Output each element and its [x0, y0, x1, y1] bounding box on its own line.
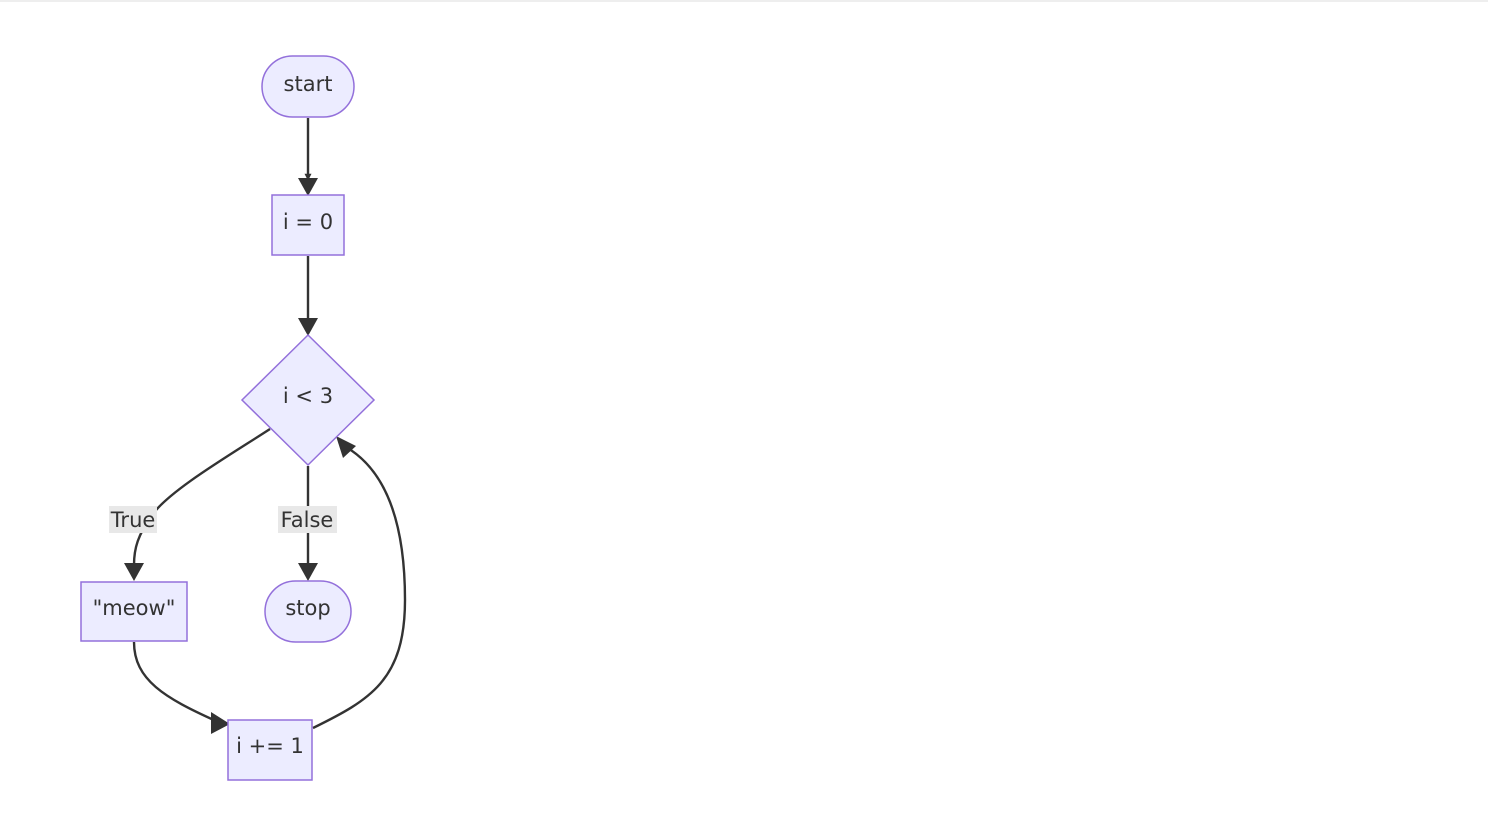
- edge-meow-to-increment: [132, 641, 217, 723]
- edge-label-true: True: [109, 506, 157, 533]
- arrowhead-stop: [298, 563, 318, 581]
- edges: [124, 118, 407, 734]
- edge-label-true-text: True: [110, 508, 156, 532]
- edge-label-false-text: False: [281, 508, 334, 532]
- node-meow-label: "meow": [93, 596, 176, 620]
- edge-condition-to-meow: [132, 427, 271, 566]
- top-divider: [0, 0, 1488, 2]
- node-stop-label: stop: [285, 596, 330, 620]
- node-condition: i < 3: [240, 333, 376, 467]
- node-meow: "meow": [80, 581, 188, 642]
- node-condition-label: i < 3: [283, 384, 333, 408]
- arrowhead-condition: [298, 318, 318, 336]
- node-start-label: start: [284, 72, 333, 96]
- arrowhead-init: [298, 178, 318, 196]
- edge-increment-to-condition: [312, 445, 407, 730]
- edge-label-false: False: [278, 506, 337, 533]
- node-stop: stop: [264, 580, 352, 643]
- node-init-label: i = 0: [283, 210, 333, 234]
- arrowhead-increment: [211, 712, 230, 734]
- node-init: i = 0: [271, 194, 345, 256]
- node-start: start: [261, 55, 355, 118]
- arrowhead-loop-back: [336, 436, 356, 458]
- arrowhead-meow: [124, 563, 144, 581]
- node-increment: i += 1: [227, 719, 313, 781]
- node-increment-label: i += 1: [236, 734, 304, 758]
